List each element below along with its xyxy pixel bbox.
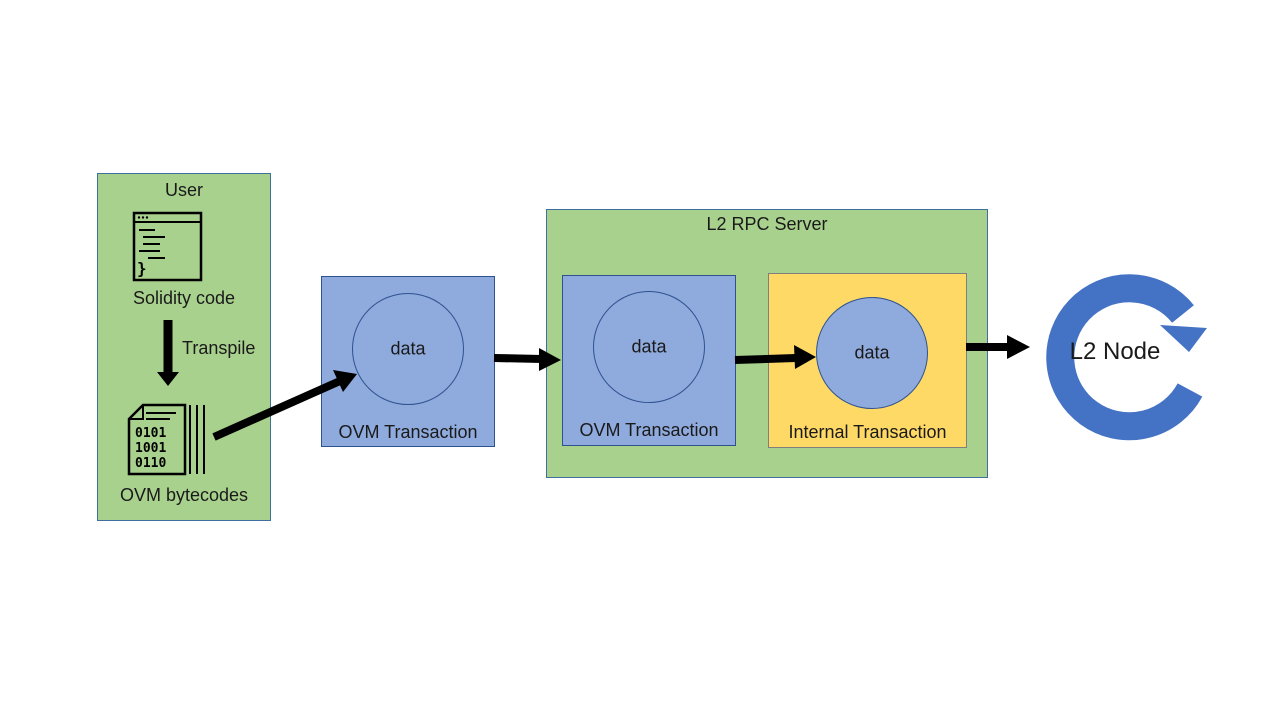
internal-transaction-label: Internal Transaction [788, 422, 947, 442]
ovm-bytecodes-label: OVM bytecodes [119, 485, 249, 505]
ovm-data-label: data [390, 338, 426, 359]
user-title: User [164, 180, 203, 200]
rpc-ovm-transaction-label: OVM Transaction [579, 420, 719, 440]
internal-data-label: data [854, 342, 890, 363]
internal-data-circle: data [816, 297, 928, 409]
rpc-ovm-data-circle: data [593, 291, 705, 403]
transpile-label: Transpile [182, 338, 256, 358]
rpc-ovm-data-label: data [631, 336, 667, 357]
ovm-data-circle: data [352, 293, 464, 405]
l2-rpc-server-title: L2 RPC Server [706, 214, 828, 234]
solidity-code-label: Solidity code [132, 288, 236, 308]
l2-node-label: L2 Node [1069, 338, 1161, 365]
ovm-transaction-label: OVM Transaction [338, 422, 478, 442]
